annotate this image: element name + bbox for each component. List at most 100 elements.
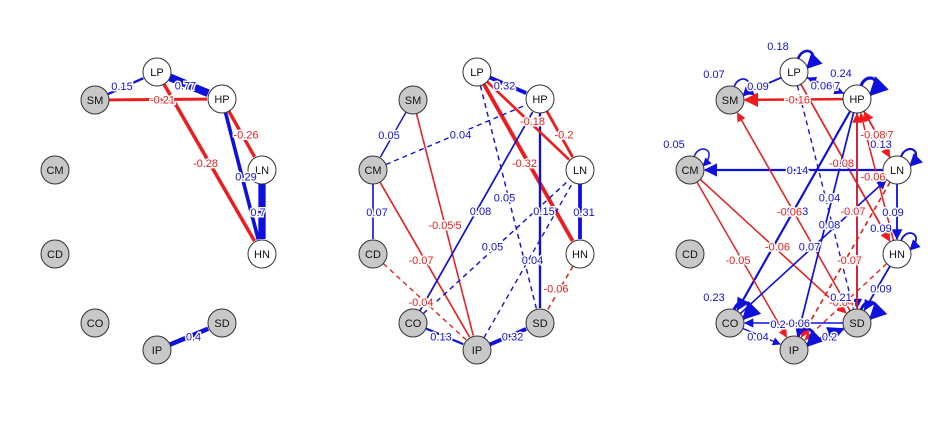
edge-label-panel-1-LP-HN: -0.28 bbox=[193, 158, 218, 170]
node-circle-panel-3-CO bbox=[715, 308, 745, 338]
node-panel-3-LP: LP bbox=[779, 57, 809, 87]
edge-label-panel-2-IP-SD: 0.32 bbox=[502, 332, 523, 344]
edge-label-panel-3-SD-CO: -0.06 bbox=[785, 318, 810, 330]
edge-label-panel-1-HP-LN: -0.26 bbox=[233, 130, 258, 142]
self-loop-panel-3-CM bbox=[693, 148, 712, 167]
node-panel-3-CO: CO bbox=[715, 308, 745, 338]
self-loop-label-panel-3-LN: 0.13 bbox=[870, 139, 891, 151]
node-panel-1-SD: SD bbox=[207, 308, 237, 338]
edge-label-panel-3-LN-IP: -0.07 bbox=[837, 255, 862, 267]
node-panel-2-CM: CM bbox=[358, 155, 388, 185]
node-circle-panel-3-CM bbox=[675, 155, 705, 185]
node-panel-2-SD: SD bbox=[525, 308, 555, 338]
node-label-panel-1-CO: CO bbox=[87, 318, 104, 330]
node-label-panel-1-LP: LP bbox=[150, 67, 163, 79]
node-circle-panel-1-SM bbox=[80, 85, 110, 115]
edge-label-panel-2-SM-CM: 0.05 bbox=[378, 130, 399, 142]
node-panel-1-LP: LP bbox=[142, 57, 172, 87]
edge-label-panel-3-LN-HP: -0.08 bbox=[860, 130, 885, 142]
edge-label-panel-2-SM-IP: -0.05 bbox=[436, 220, 461, 232]
edge-label-panel-1-SM-HP: -0.21 bbox=[150, 95, 175, 107]
edge-panel-1-HP-HN bbox=[223, 112, 260, 240]
node-circle-panel-2-CM bbox=[358, 155, 388, 185]
node-circle-panel-1-HP bbox=[207, 84, 237, 114]
node-circle-panel-2-HP bbox=[525, 84, 555, 114]
edge-panel-2-CM-IP bbox=[379, 181, 471, 338]
edge-label-panel-2-LP-HP: 0.32 bbox=[494, 81, 515, 93]
self-loop-label-panel-3-IP: 0.2 bbox=[770, 319, 785, 331]
edge-panel-3-HP-SM bbox=[743, 92, 844, 108]
edge-label-panel-2-IP-LN: 0.04 bbox=[522, 255, 543, 267]
edge-label-panel-2-HP-LN: -0.2 bbox=[555, 130, 574, 142]
node-label-panel-3-CM: CM bbox=[681, 165, 698, 177]
node-circle-panel-3-HN bbox=[882, 239, 912, 269]
node-panel-2-SM: SM bbox=[398, 85, 428, 115]
node-label-panel-1-SM: SM bbox=[87, 95, 104, 107]
edge-label-panel-1-SM-LP: 0.15 bbox=[111, 81, 132, 93]
node-panel-2-IP: IP bbox=[462, 335, 492, 365]
node-circle-panel-1-CM bbox=[40, 155, 70, 185]
node-label-panel-3-LP: LP bbox=[787, 67, 800, 79]
node-circle-panel-2-CO bbox=[398, 308, 428, 338]
edge-label-panel-3-LP-SM: 0.09 bbox=[747, 81, 768, 93]
edge-panel-3-CM-SD bbox=[699, 178, 847, 314]
edge-label-panel-2-CM-HP: 0.04 bbox=[450, 130, 471, 142]
edge-label-panel-1-LP-HP: 0.77 bbox=[175, 81, 196, 93]
edge-panel-2-LP-HP bbox=[489, 75, 527, 95]
edge-label-panel-3-CO-LN: 0.07 bbox=[799, 242, 820, 254]
node-circle-panel-3-HP bbox=[842, 84, 872, 114]
node-circle-panel-2-SD bbox=[525, 308, 555, 338]
edge-label-panel-3-HN-HP: -0.06 bbox=[860, 172, 885, 184]
nodes-layer: LPHPLNHNSMCMCDCOIPSDLPHPLNHNSMCMCDCOIPSD… bbox=[40, 57, 912, 365]
edges-layer bbox=[107, 49, 923, 348]
node-circle-panel-1-LP bbox=[142, 57, 172, 87]
node-circle-panel-2-LP bbox=[462, 57, 492, 87]
edge-label-panel-3-SD-HP: -0.07 bbox=[840, 206, 865, 218]
edge-label-panel-3-HP-IP: 0.08 bbox=[819, 220, 840, 232]
node-circle-panel-1-SD bbox=[207, 308, 237, 338]
node-panel-3-CD: CD bbox=[675, 239, 705, 269]
edge-label-panel-3-HN-SD: 0.09 bbox=[870, 284, 891, 296]
self-loop-label-panel-3-HP: 0.24 bbox=[830, 68, 851, 80]
node-panel-3-LN: LN bbox=[882, 155, 912, 185]
node-circle-panel-2-LN bbox=[565, 155, 595, 185]
node-panel-3-IP: IP bbox=[779, 335, 809, 365]
edge-panel-3-HN-IP bbox=[804, 263, 888, 341]
edge-label-panel-2-CO-IP: 0.13 bbox=[430, 332, 451, 344]
edge-label-panel-3-LP-HP: 0.07 bbox=[819, 81, 840, 93]
edge-panel-3-HP-LP bbox=[806, 76, 845, 95]
node-circle-panel-2-IP bbox=[462, 335, 492, 365]
node-panel-2-CD: CD bbox=[358, 239, 388, 269]
edge-panel-2-CO-HP bbox=[419, 111, 534, 312]
node-panel-2-LP: LP bbox=[462, 57, 492, 87]
edge-label-panel-3-CM-IP: -0.05 bbox=[725, 255, 750, 267]
edge-label-panel-2-CM-IP: -0.07 bbox=[408, 255, 433, 267]
self-loop-label-panel-3-CO: 0.23 bbox=[703, 292, 724, 304]
node-circle-panel-3-CD bbox=[675, 239, 705, 269]
edge-panel-1-SM-LP bbox=[107, 77, 144, 96]
node-panel-1-IP: IP bbox=[142, 335, 172, 365]
edge-label-panel-3-LP-HN: -0.08 bbox=[829, 158, 854, 170]
node-panel-3-HP: HP bbox=[842, 84, 872, 114]
node-label-panel-3-CO: CO bbox=[722, 318, 739, 330]
edge-label-panel-1-LN-HN: 0.7 bbox=[250, 207, 265, 219]
edge-label-panel-3-LN-HN: 0.09 bbox=[882, 207, 903, 219]
node-label-panel-3-SM: SM bbox=[722, 95, 739, 107]
node-panel-3-SM: SM bbox=[715, 85, 745, 115]
node-label-panel-1-CD: CD bbox=[47, 249, 63, 261]
node-label-panel-2-LN: LN bbox=[573, 165, 587, 177]
edge-label-panel-3-HP-SM: -0.16 bbox=[785, 95, 810, 107]
edge-label-panel-2-SM-IP: -0.05 bbox=[428, 220, 453, 232]
node-circle-panel-3-SD bbox=[842, 308, 872, 338]
self-loop-panel-3-LN bbox=[899, 147, 923, 167]
edge-label-panel-3-HP-CO: 0.13 bbox=[787, 206, 808, 218]
node-circle-panel-2-HN bbox=[565, 239, 595, 269]
edge-panel-2-SM-CM bbox=[379, 111, 407, 158]
edge-label-panel-3-HP-SD: 0.08 bbox=[842, 206, 863, 218]
node-label-panel-3-IP: IP bbox=[789, 345, 799, 357]
edge-panel-2-IP-LN bbox=[483, 182, 574, 339]
self-loop-label-panel-3-LP: 0.18 bbox=[767, 41, 788, 53]
edge-label-panel-3-HN-IP: -0.04 bbox=[829, 297, 854, 309]
self-loop-label-panel-3-CM: 0.05 bbox=[663, 139, 684, 151]
